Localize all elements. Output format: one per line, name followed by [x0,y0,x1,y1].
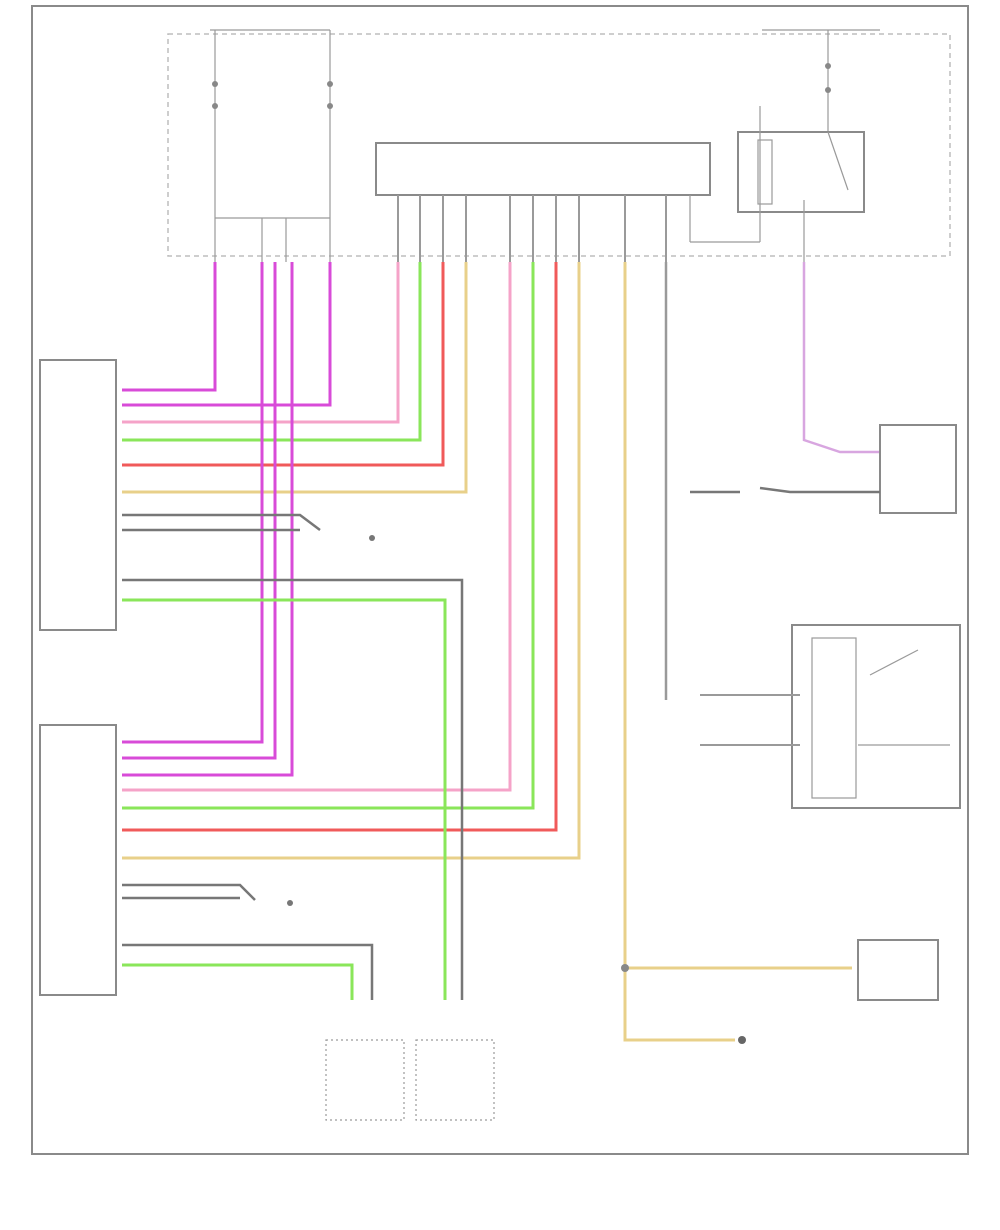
upper-actuator-wires [122,262,468,494]
ground-symbol-upper [369,535,375,541]
relay [689,106,865,262]
blower-module [700,624,961,809]
right-front-actuator-box [39,724,117,996]
left-front-actuator-box [39,359,117,631]
output-terminal [738,1036,746,1044]
right-sensor-box [325,1039,405,1121]
ground-symbol-lower [287,900,293,906]
left-sensor-box [415,1039,495,1121]
power-feeds [212,30,831,262]
lower-actuator-wires [122,262,581,860]
fuse-block-outline [167,33,951,257]
refrigerant-sensor-box [879,424,957,514]
center-unit-pins [397,195,667,262]
actuator-ground-wires [122,513,464,1000]
refrigerant-sensor-wire [802,262,880,454]
sensor-signal-wires [122,598,447,1000]
yellow-signal-wire [623,262,852,1042]
yellow-junction [621,964,629,972]
bottom-right-module-box [857,939,939,1001]
outer-frame [31,5,969,1155]
center-unit-box [375,142,711,196]
right-ground-wire [690,486,880,494]
